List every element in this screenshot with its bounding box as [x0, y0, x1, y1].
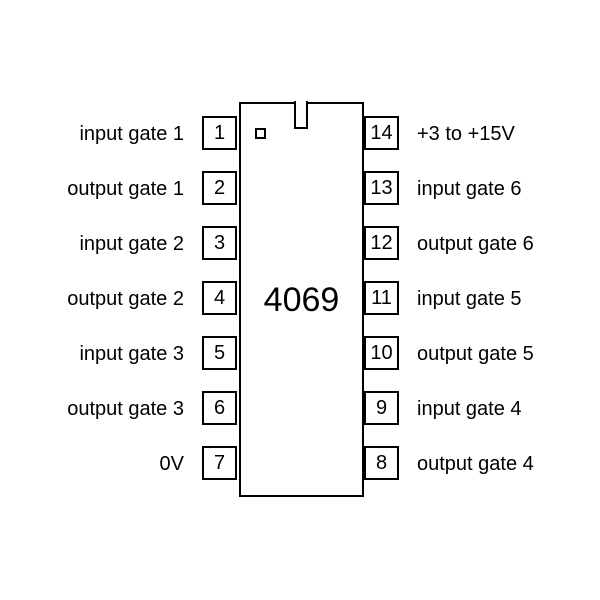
pin-number: 4	[213, 287, 226, 309]
pin-14-label: +3 to +15V	[417, 123, 515, 145]
pin-7-box: 7	[202, 446, 237, 480]
pin1-notch	[294, 101, 308, 129]
chip-name: 4069	[263, 281, 340, 319]
pin-number: 9	[375, 397, 388, 419]
pin-13-label: input gate 6	[417, 178, 522, 200]
pin-1-box: 1	[202, 116, 237, 150]
pin-5-box: 5	[202, 336, 237, 370]
pin-number: 5	[213, 342, 226, 364]
pin-number: 3	[213, 232, 226, 254]
pin-number: 12	[370, 232, 393, 254]
pin-11-box: 11	[364, 281, 399, 315]
pin-11-label: input gate 5	[417, 288, 522, 310]
pin-9-label: input gate 4	[417, 398, 522, 420]
pin-number: 11	[371, 287, 392, 309]
pin-1-label: input gate 1	[79, 123, 184, 145]
chip-body	[239, 102, 364, 497]
pin-number: 10	[370, 342, 393, 364]
pin-3-label: input gate 2	[79, 233, 184, 255]
pin-8-label: output gate 4	[417, 453, 534, 475]
pin-12-box: 12	[364, 226, 399, 260]
pin-12-label: output gate 6	[417, 233, 534, 255]
pin-4-label: output gate 2	[67, 288, 184, 310]
pin-6-box: 6	[202, 391, 237, 425]
pin-10-label: output gate 5	[417, 343, 534, 365]
pin1-indicator-icon	[255, 128, 266, 139]
pin-4-box: 4	[202, 281, 237, 315]
pin-14-box: 14	[364, 116, 399, 150]
pin-2-box: 2	[202, 171, 237, 205]
pin-7-label: 0V	[159, 453, 184, 475]
pin-2-label: output gate 1	[67, 178, 184, 200]
pin-9-box: 9	[364, 391, 399, 425]
pin-number: 1	[213, 122, 226, 144]
pin-number: 6	[213, 397, 226, 419]
pin-8-box: 8	[364, 446, 399, 480]
pin-number: 2	[213, 177, 226, 199]
pin-number: 7	[213, 452, 226, 474]
pin-10-box: 10	[364, 336, 399, 370]
pin-number: 13	[370, 177, 393, 199]
pin-6-label: output gate 3	[67, 398, 184, 420]
pin-number: 8	[375, 452, 388, 474]
pin-5-label: input gate 3	[79, 343, 184, 365]
pin-number: 14	[370, 122, 393, 144]
pin-13-box: 13	[364, 171, 399, 205]
pin-3-box: 3	[202, 226, 237, 260]
